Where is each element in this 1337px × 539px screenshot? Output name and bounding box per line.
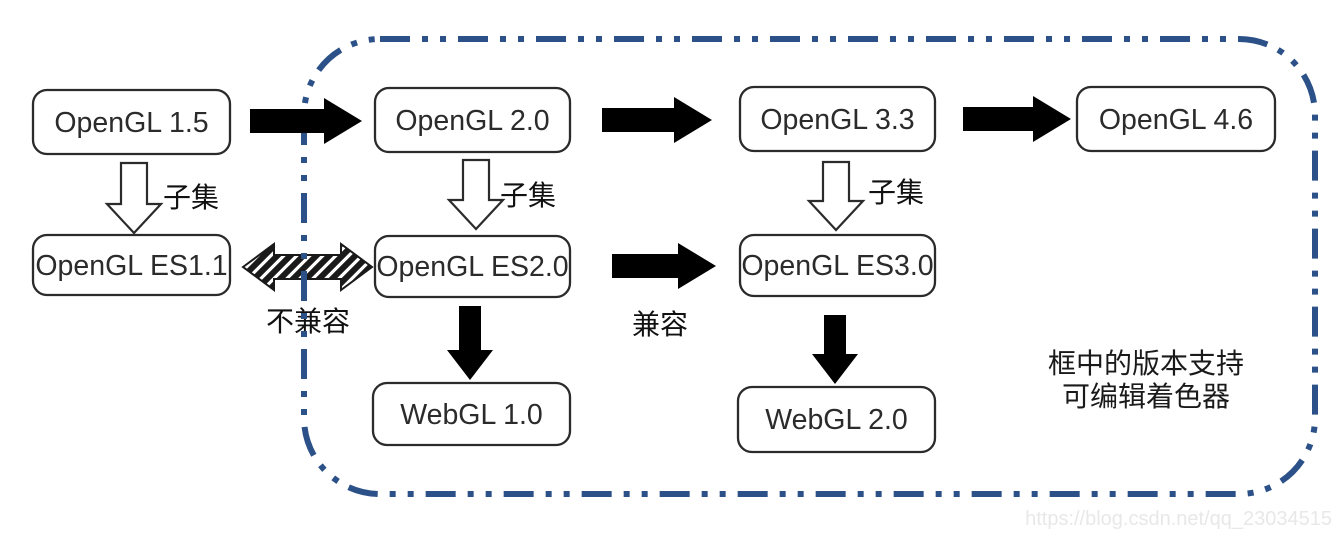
node-label: OpenGL 3.3 [760,104,914,136]
node-label: OpenGL 4.6 [1099,104,1253,136]
arrow-es30-to-webgl20 [812,315,858,384]
node-label: OpenGL 1.5 [54,107,208,139]
incompatible-label: 不兼容 [266,306,350,337]
subset-label-1: 子集 [163,182,219,213]
node-box [371,381,572,447]
node-opengl-2-0: OpenGL 2.0 [373,86,572,154]
node-box [736,385,937,454]
node-label: OpenGL 2.0 [395,105,549,137]
node-label: WebGL 2.0 [765,404,908,436]
incompatible-double-arrow [241,242,374,292]
node-box [738,85,937,153]
node-opengl-3-3: OpenGL 3.3 [738,85,937,153]
node-label: OpenGL ES2.0 [376,251,568,283]
note-line-1: 框中的版本支持 [1048,348,1244,379]
subset-down-arrow-2 [446,158,506,231]
node-box [31,88,232,156]
node-webgl-1-0: WebGL 1.0 [371,381,572,447]
subset-down-arrow-3 [806,160,866,232]
subset-label-3: 子集 [868,177,924,208]
arrow-opengl33-to-opengl46 [963,96,1071,142]
note-line-2: 可编辑着色器 [1062,381,1230,412]
node-webgl-2-0: WebGL 2.0 [736,385,937,454]
node-opengl-1-5: OpenGL 1.5 [31,88,232,156]
compatible-label: 兼容 [632,309,688,340]
arrow-opengl20-to-opengl33 [602,97,712,143]
node-label: WebGL 1.0 [400,399,543,431]
arrow-es20-to-es30 [612,243,716,289]
node-opengl-es-3-0: OpenGL ES3.0 [738,233,937,298]
node-box [1075,85,1277,153]
node-opengl-4-6: OpenGL 4.6 [1075,85,1277,153]
node-label: OpenGL ES3.0 [741,250,933,282]
node-opengl-es-1-1: OpenGL ES1.1 [31,233,232,297]
node-box [31,233,232,297]
arrow-es20-to-webgl10 [447,306,493,380]
subset-label-2: 子集 [500,180,556,211]
subset-down-arrow-1 [104,161,164,235]
node-opengl-es-2-0: OpenGL ES2.0 [373,234,572,299]
node-box [738,233,937,298]
node-label: OpenGL ES1.1 [35,250,227,282]
node-box [373,86,572,154]
arrow-opengl15-to-opengl20 [250,98,362,144]
watermark-text: https://blog.csdn.net/qq_23034515 [1025,508,1332,530]
node-box [373,234,572,299]
